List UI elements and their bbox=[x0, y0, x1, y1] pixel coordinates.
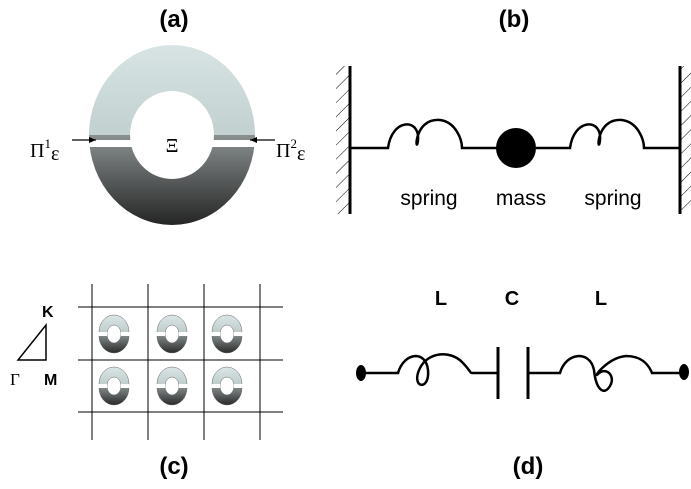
right-inductor-label: L bbox=[595, 288, 607, 310]
mass-ball bbox=[496, 128, 536, 168]
split-ring-resonator bbox=[86, 44, 258, 226]
capacitor-label: C bbox=[505, 288, 519, 310]
left-wall bbox=[336, 66, 352, 214]
panel-a-label: (a) bbox=[159, 6, 188, 33]
mass-label: mass bbox=[496, 187, 546, 210]
left-inductor bbox=[361, 353, 498, 387]
right-wall bbox=[678, 66, 691, 214]
ring-gap-right bbox=[212, 140, 258, 147]
right-spring bbox=[536, 118, 680, 150]
panel-b-label: (b) bbox=[499, 6, 530, 33]
vertex-m-label: M bbox=[44, 372, 57, 389]
panel-b: (b) spring mass spring bbox=[336, 6, 691, 214]
lattice-ring bbox=[155, 366, 189, 406]
port-left-label: Π1ε bbox=[30, 136, 59, 165]
lattice-ring bbox=[210, 366, 244, 406]
panel-c-label: (c) bbox=[159, 453, 188, 480]
panel-c: (c) K Γ M bbox=[10, 284, 283, 480]
port-right-label: Π2ε bbox=[276, 136, 305, 165]
lattice-ring bbox=[97, 366, 131, 406]
lattice-ring bbox=[155, 314, 189, 354]
panel-a: (a) Ξ Π1ε Π2ε bbox=[30, 6, 305, 226]
center-xi-symbol: Ξ bbox=[166, 135, 179, 157]
lattice-ring bbox=[97, 314, 131, 354]
lattice-ring bbox=[210, 314, 244, 354]
right-inductor bbox=[528, 354, 684, 392]
left-inductor-label: L bbox=[435, 288, 447, 310]
panel-d: (d) L C L bbox=[356, 288, 689, 480]
ring-gap-left bbox=[86, 140, 132, 147]
capacitor bbox=[496, 347, 530, 399]
port-left-arrow bbox=[72, 137, 96, 143]
left-spring-label: spring bbox=[400, 187, 457, 210]
port-right-arrow bbox=[250, 137, 275, 143]
vertex-k-label: K bbox=[42, 304, 54, 321]
vertex-gamma-label: Γ bbox=[10, 370, 20, 389]
right-spring-label: spring bbox=[584, 187, 641, 210]
left-spring bbox=[350, 118, 498, 150]
panel-d-label: (d) bbox=[513, 453, 544, 480]
brillouin-triangle bbox=[16, 322, 47, 361]
lattice-grid bbox=[78, 284, 283, 440]
